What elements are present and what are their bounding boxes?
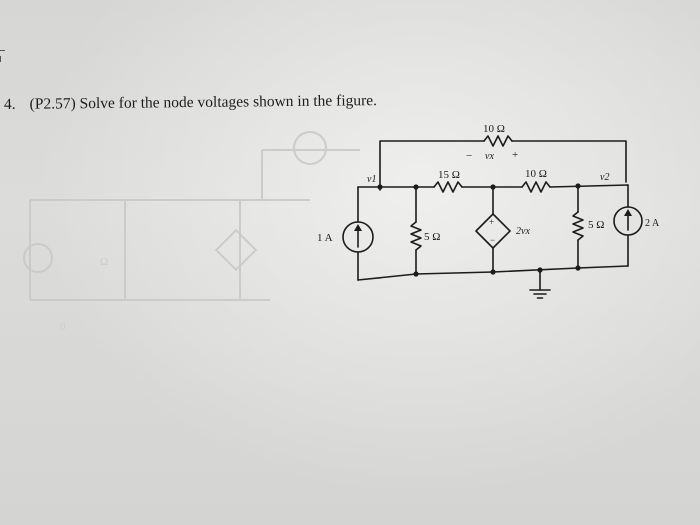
junction-dot xyxy=(575,265,581,271)
junction-dot xyxy=(575,183,581,189)
margin-mark xyxy=(0,50,5,51)
dep-source-minus: − xyxy=(490,235,495,245)
dep-source-plus: + xyxy=(489,217,494,227)
mid-right-resistor-label: 10 Ω xyxy=(525,168,547,180)
left-shunt-resistor-zigzag xyxy=(410,221,422,251)
top-wire-right xyxy=(511,140,627,183)
dep-source-value: 2vx xyxy=(516,226,530,237)
left-source-arrow-head xyxy=(354,224,362,231)
right-source-label: 2 A xyxy=(645,218,660,229)
right-shunt-resistor-zigzag xyxy=(572,211,584,241)
svg-text:Ω: Ω xyxy=(100,256,108,268)
top-resistor-label: 10 Ω xyxy=(483,123,505,135)
top-wire-left xyxy=(379,140,485,191)
left-source-label: 1 A xyxy=(317,232,333,244)
top-resistor-zigzag xyxy=(483,135,513,147)
junction-dot xyxy=(537,267,543,273)
junction-dot xyxy=(490,184,496,190)
junction-dot xyxy=(413,184,419,190)
vx-label: vx xyxy=(485,151,494,162)
node-v1-label: v1 xyxy=(367,174,376,185)
left-current-source-circle xyxy=(342,221,374,253)
margin-bracket xyxy=(0,56,4,62)
junction-dot xyxy=(377,184,383,190)
mid-wire-3 xyxy=(549,184,629,188)
vx-minus-sign: − xyxy=(466,150,472,162)
right-shunt-label: 5 Ω xyxy=(588,219,604,231)
node-v2-label: v2 xyxy=(600,172,609,183)
mid-left-resistor-zigzag xyxy=(433,181,463,193)
svg-text:0: 0 xyxy=(60,321,66,333)
vx-plus-sign: + xyxy=(512,149,518,161)
left-shunt-label: 5 Ω xyxy=(424,231,440,243)
mid-right-resistor-zigzag xyxy=(521,181,551,193)
right-current-source-circle xyxy=(613,206,643,236)
junction-dot xyxy=(490,269,496,275)
mid-left-resistor-label: 15 Ω xyxy=(438,169,460,181)
right-source-arrow-head xyxy=(624,209,632,216)
junction-dot xyxy=(413,271,419,277)
